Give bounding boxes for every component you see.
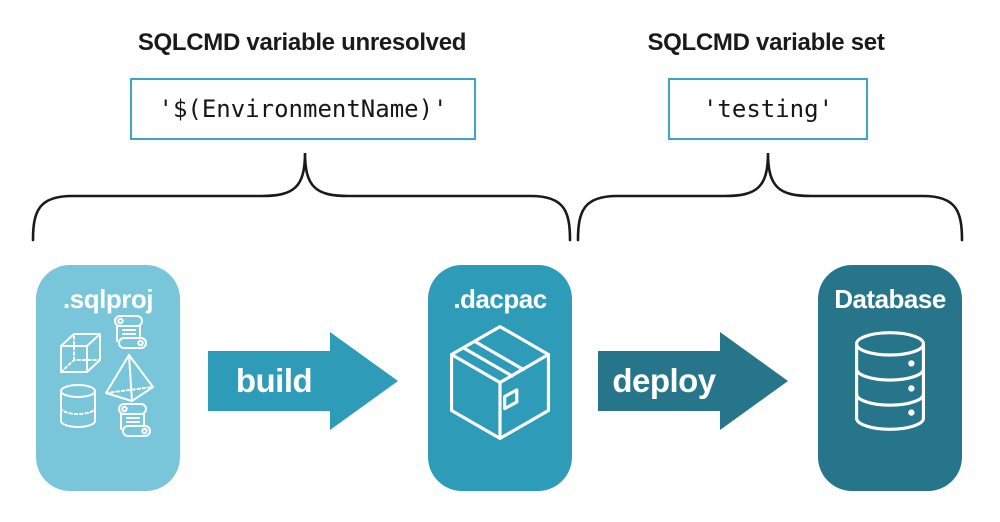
code-text-set: 'testing' [702, 95, 834, 123]
pyramid-icon [105, 354, 154, 402]
right-brace-icon [576, 152, 964, 242]
node-database: Database [818, 265, 962, 491]
build-arrow-label: build [235, 362, 313, 399]
database-cylinder-icon [854, 331, 926, 431]
deploy-arrow-shape [598, 332, 788, 430]
deploy-arrow: deploy [598, 332, 788, 430]
script-scroll-icon [118, 403, 151, 437]
cube-icon [60, 333, 101, 373]
code-box-testing-value: 'testing' [668, 78, 868, 140]
left-brace-icon [31, 152, 572, 242]
node-sqlproj-label: .sqlproj [63, 284, 153, 314]
build-arrow-shape [208, 332, 398, 430]
heading-sqlcmd-set: SQLCMD variable set [647, 29, 885, 56]
build-arrow: build [208, 332, 398, 430]
node-database-label: Database [834, 284, 946, 314]
deploy-arrow-label: deploy [612, 362, 716, 399]
sql-schema-objects-icons [60, 315, 154, 437]
node-sqlproj: .sqlproj [36, 265, 180, 491]
code-text-unresolved: '$(EnvironmentName)' [158, 95, 448, 123]
script-scroll-icon [114, 315, 147, 349]
heading-sqlcmd-unresolved: SQLCMD variable unresolved [137, 29, 467, 56]
code-box-environment-variable: '$(EnvironmentName)' [130, 78, 476, 140]
node-dacpac-label: .dacpac [453, 284, 547, 314]
package-box-icon [449, 325, 551, 440]
node-dacpac: .dacpac [428, 265, 572, 491]
cylinder-icon [60, 384, 96, 428]
